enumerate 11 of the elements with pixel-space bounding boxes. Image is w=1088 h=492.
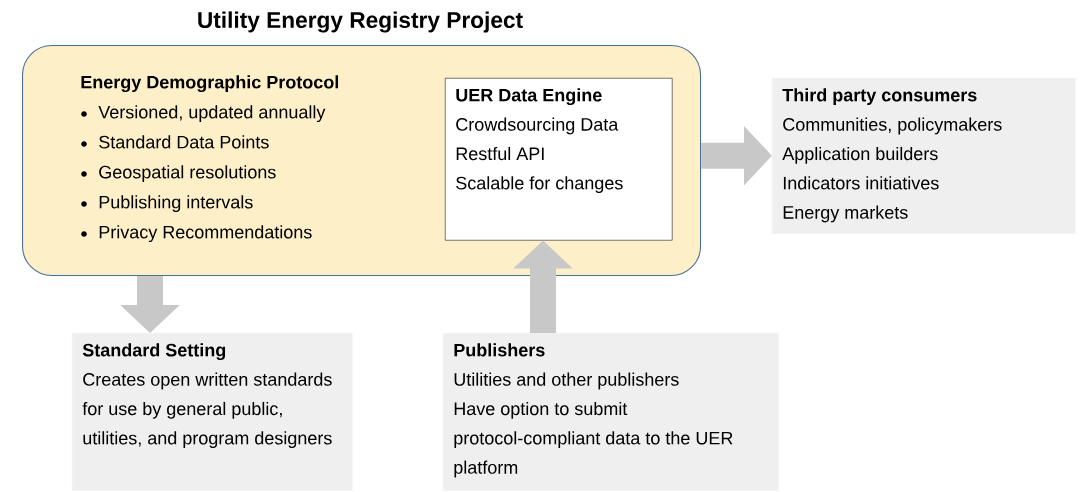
data-engine-box: UER Data Engine Crowdsourcing Data Restful API Scalable for changes bbox=[445, 78, 673, 241]
bullet-item: Versioned, updated annually bbox=[98, 105, 326, 123]
standard-setting-box: Standard Setting Creates open written standards for use by general public, utilities, and program designers bbox=[72, 333, 353, 491]
bullet-item: Publishing intervals bbox=[99, 195, 253, 213]
publisher-box: Publishers Utilities and other publishers Have option to submit protocol-compliant data to the UER platform bbox=[443, 333, 779, 491]
bullet-item: Standard Data Points bbox=[99, 135, 269, 149]
protocol-heading: Energy Demographic Protocol bbox=[81, 75, 339, 93]
title: Utility Energy Registry Project bbox=[198, 11, 523, 33]
bullet-item: Geospatial resolutions bbox=[99, 165, 276, 183]
consumer-box: Third party consumers Communities, policymakers Application builders Indicators initiatives Energy markets bbox=[772, 78, 1076, 234]
bullet-item: Privacy Recommendations bbox=[99, 225, 312, 243]
